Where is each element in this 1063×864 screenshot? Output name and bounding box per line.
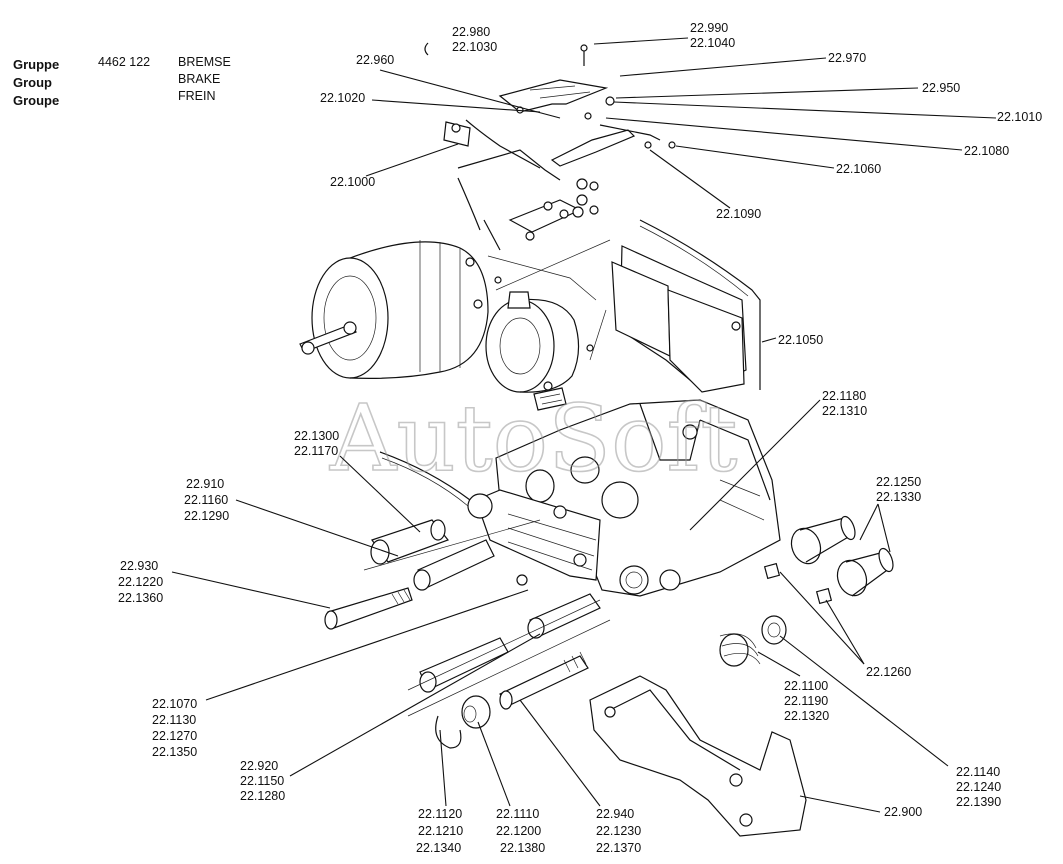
brake-pad — [611, 219, 761, 393]
group-name-de: BREMSE — [178, 55, 231, 69]
group-name-fr: FREIN — [178, 89, 216, 103]
callout-221260: 22.1260 — [866, 665, 911, 679]
carrier-bracket — [589, 675, 807, 837]
spring-seal — [719, 615, 787, 667]
callout-221060: 22.1060 — [836, 162, 881, 176]
callout-221020: 22.1020 — [320, 91, 365, 105]
linkage-assembly — [424, 42, 676, 251]
group-label-de: Gruppe — [13, 57, 60, 72]
callout-22970: 22.970 — [828, 51, 866, 65]
brake-cable-inner — [381, 457, 469, 507]
callout-22900: 22.900 — [884, 805, 922, 819]
leader-lines — [171, 37, 997, 813]
boots — [763, 515, 894, 605]
guide-parts — [324, 519, 611, 749]
caliper-housing — [467, 399, 781, 597]
group-header: Gruppe Group Groupe — [13, 56, 59, 110]
brake-cable — [379, 451, 471, 501]
group-label-en: Group — [13, 75, 52, 90]
callout-221080: 22.1080 — [964, 144, 1009, 158]
watermark: AutoSoft — [329, 385, 738, 492]
callout-221000: 22.1000 — [330, 175, 375, 189]
callout-221090: 22.1090 — [716, 207, 761, 221]
callout-221010: 22.1010 — [997, 110, 1042, 124]
callout-22960: 22.960 — [356, 53, 394, 67]
group-label-fr: Groupe — [13, 93, 60, 108]
callout-22950: 22.950 — [922, 81, 960, 95]
actuator — [485, 239, 611, 411]
group-name-en: BRAKE — [178, 72, 221, 86]
callout-221050: 22.1050 — [778, 333, 823, 347]
group-number: 4462 122 — [98, 55, 151, 69]
group-names: BREMSE BRAKE FREIN — [178, 54, 231, 105]
brake-chamber — [299, 240, 502, 379]
